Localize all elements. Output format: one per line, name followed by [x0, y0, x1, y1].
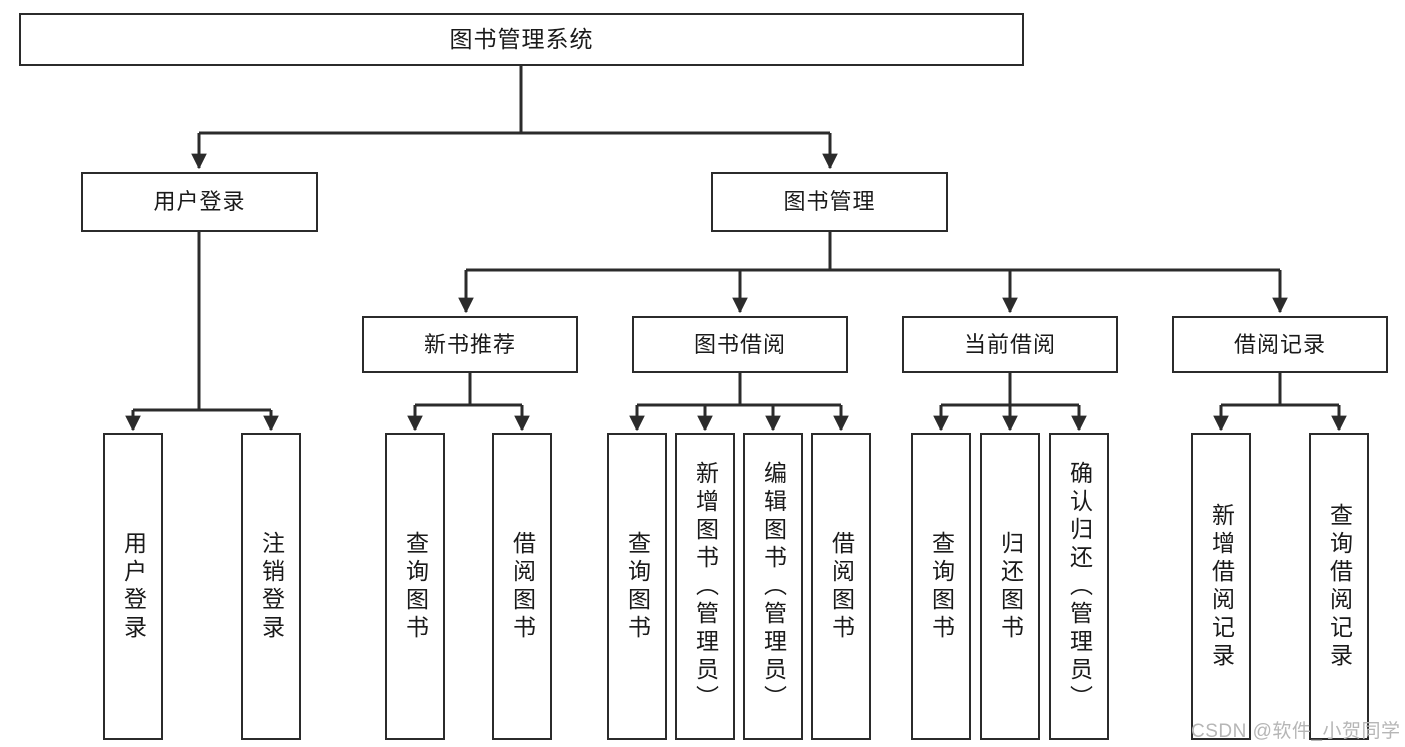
node-label: 借阅图书 [509, 530, 536, 643]
node-root-system[interactable]: 图书管理系统 [19, 13, 1024, 66]
node-label: 注销登录 [258, 530, 285, 643]
node-label: 查询图书 [624, 530, 651, 643]
leaf-add-book-admin[interactable]: 新增图书（管理员） [675, 433, 735, 740]
node-label: 图书管理系统 [449, 26, 594, 53]
leaf-borrow-books-recommend[interactable]: 借阅图书 [492, 433, 552, 740]
node-user-login[interactable]: 用户登录 [81, 172, 318, 232]
leaf-return-books[interactable]: 归还图书 [980, 433, 1040, 740]
leaf-edit-book-admin[interactable]: 编辑图书（管理员） [743, 433, 803, 740]
node-label: 图书管理 [783, 189, 876, 215]
node-label: 确认归还（管理员） [1066, 460, 1093, 713]
node-current-borrow[interactable]: 当前借阅 [902, 316, 1118, 373]
leaf-query-borrow-record[interactable]: 查询借阅记录 [1309, 433, 1369, 740]
node-label: 用户登录 [120, 530, 147, 643]
node-borrow-records[interactable]: 借阅记录 [1172, 316, 1388, 373]
leaf-borrow-books[interactable]: 借阅图书 [811, 433, 871, 740]
node-label: 新增借阅记录 [1208, 502, 1235, 671]
node-book-borrow[interactable]: 图书借阅 [632, 316, 848, 373]
leaf-add-borrow-record[interactable]: 新增借阅记录 [1191, 433, 1251, 740]
leaf-query-books-borrow[interactable]: 查询图书 [607, 433, 667, 740]
node-label: 新书推荐 [423, 331, 516, 357]
csdn-watermark: CSDN @软件_小贺同学 [1191, 721, 1401, 742]
leaf-query-books-current[interactable]: 查询图书 [911, 433, 971, 740]
node-label: 借阅图书 [828, 530, 855, 643]
leaf-user-login[interactable]: 用户登录 [103, 433, 163, 740]
leaf-query-books-recommend[interactable]: 查询图书 [385, 433, 445, 740]
node-new-book-recommend[interactable]: 新书推荐 [362, 316, 578, 373]
leaf-logout[interactable]: 注销登录 [241, 433, 301, 740]
node-label: 图书借阅 [693, 331, 786, 357]
node-label: 当前借阅 [963, 331, 1056, 357]
node-label: 用户登录 [153, 189, 246, 215]
leaf-confirm-return-admin[interactable]: 确认归还（管理员） [1049, 433, 1109, 740]
node-label: 编辑图书（管理员） [760, 460, 787, 713]
node-label: 查询借阅记录 [1326, 502, 1353, 671]
node-label: 归还图书 [997, 530, 1024, 643]
node-label: 借阅记录 [1233, 331, 1326, 357]
node-label: 新增图书（管理员） [692, 460, 719, 713]
node-book-management[interactable]: 图书管理 [711, 172, 948, 232]
node-label: 查询图书 [928, 530, 955, 643]
node-label: 查询图书 [402, 530, 429, 643]
